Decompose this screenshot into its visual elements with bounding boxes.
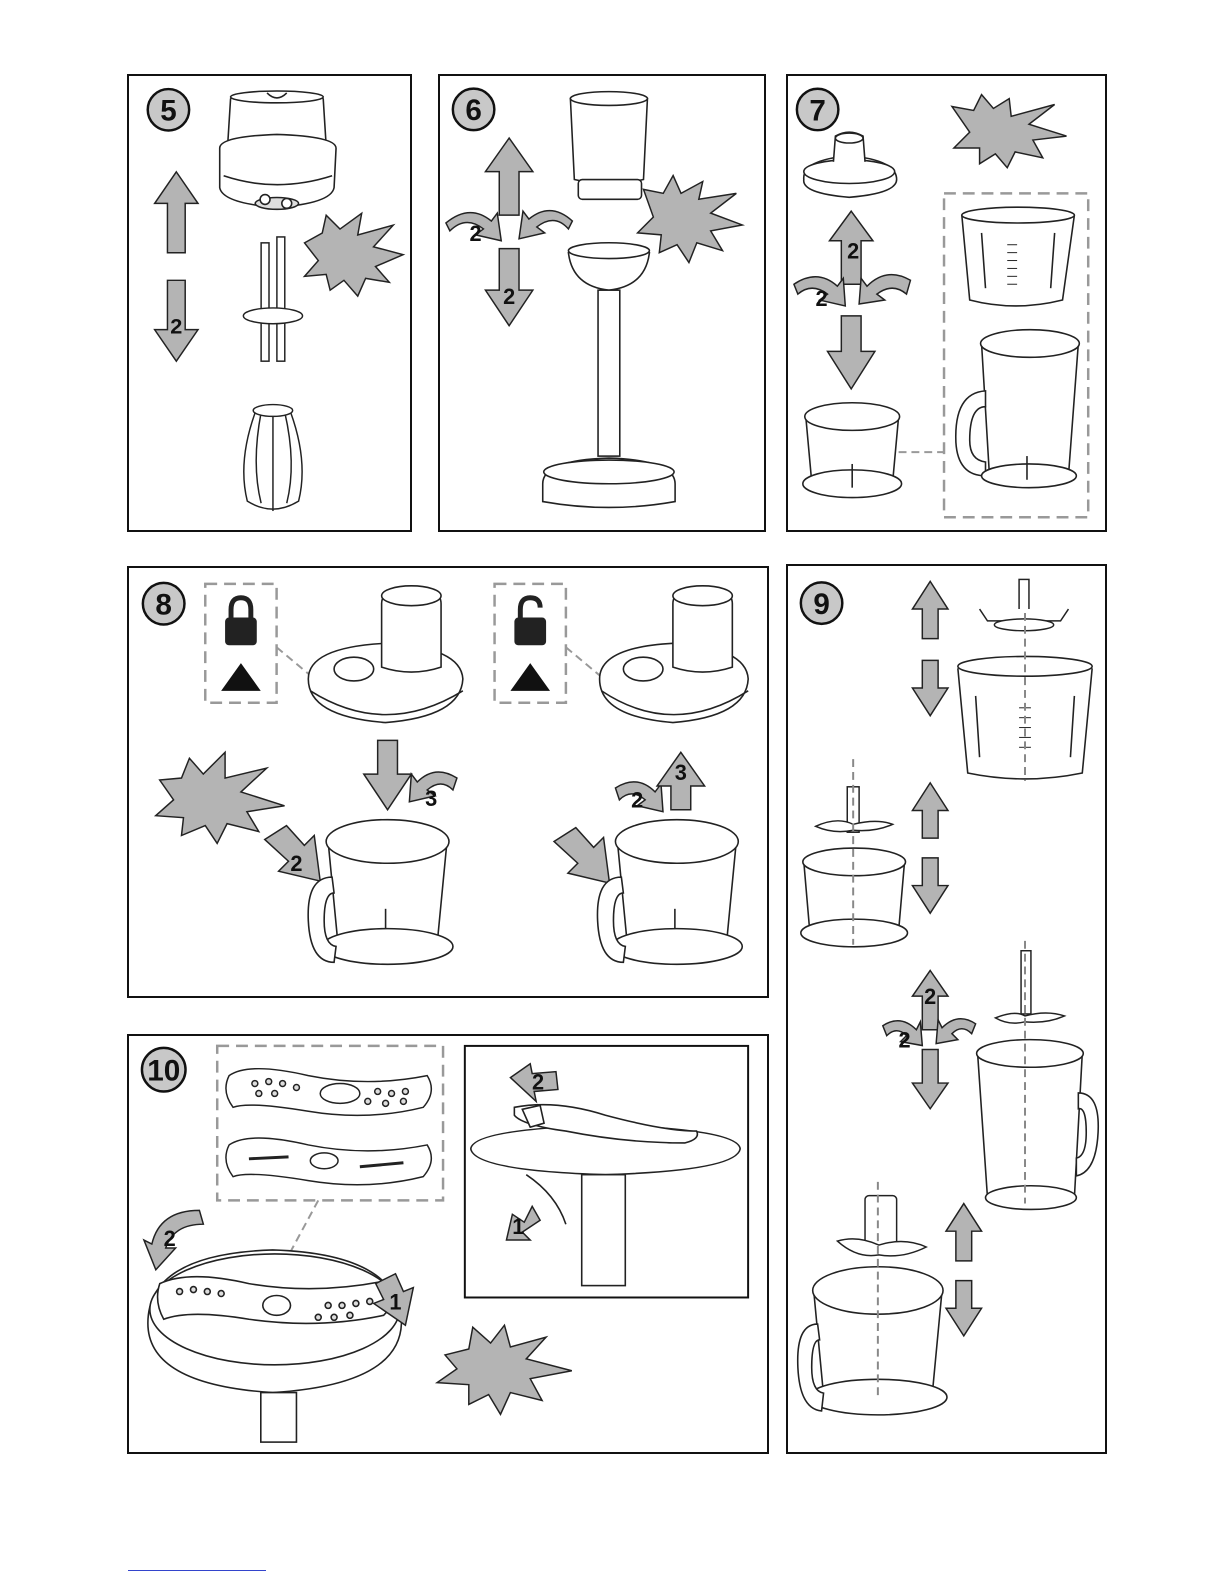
panel-step-6: 6 2 2 (438, 74, 766, 532)
arrow-label: 2 (170, 314, 182, 339)
shredding-disc-illustration (226, 1138, 431, 1185)
panel-step-5: 5 2 (127, 74, 412, 532)
step-number: 6 (465, 94, 481, 127)
arrow-label: 2 (470, 221, 482, 246)
arrow-up-icon (912, 783, 948, 838)
blender-shaft-illustration (543, 92, 675, 508)
footer-rule (128, 1570, 266, 1571)
lock-closed-icon (225, 598, 257, 646)
step-badge: 7 (797, 89, 838, 130)
burst-icon (437, 1325, 572, 1414)
processor-bowl-illustration (798, 1267, 947, 1415)
rotate-icon (519, 211, 572, 239)
processor-blade-illustration (837, 1196, 926, 1256)
processor-lid-illustration (600, 586, 749, 723)
arrow-label: 2 (924, 984, 936, 1009)
step-badge: 8 (143, 583, 185, 625)
jug-illustration (956, 330, 1080, 488)
step-badge: 5 (148, 89, 189, 130)
arrow-up-icon (912, 581, 948, 638)
panel-step-10: 10 2 1 2 (127, 1034, 769, 1454)
burst-icon (156, 752, 285, 843)
triangle-up-icon (221, 663, 261, 691)
arrow-label: 1 (389, 1289, 401, 1314)
lock-open-icon (514, 598, 546, 646)
step-number: 9 (813, 588, 829, 621)
arrow-label: 1 (512, 1214, 524, 1239)
arrow-label: 2 (816, 286, 828, 311)
arrow-label: 3 (425, 786, 437, 811)
rotate-icon (936, 1019, 976, 1044)
arrow-down-icon (828, 316, 875, 389)
step-number: 10 (147, 1055, 180, 1088)
whisk-illustration (243, 237, 302, 511)
burst-icon (952, 95, 1067, 168)
arrow-down-icon (364, 740, 412, 809)
arrow-diagonal-icon (554, 828, 609, 883)
panel-step-9: 9 2 2 (786, 564, 1107, 1454)
slicing-disc-illustration (226, 1069, 431, 1116)
arrow-up-icon (485, 138, 532, 215)
arrow-label: 3 (675, 760, 687, 785)
processor-bowl-illustration (597, 820, 742, 965)
rotate-icon (859, 275, 910, 304)
arrow-label: 2 (164, 1226, 176, 1251)
lid-illustration (804, 132, 897, 197)
arrow-label: 2 (898, 1028, 910, 1053)
disc-holder-closeup-illustration (471, 1105, 740, 1286)
motor-unit-illustration (220, 91, 336, 209)
step-number: 8 (155, 589, 172, 622)
processor-lid-illustration (308, 586, 463, 723)
arrow-down-icon (912, 1049, 948, 1108)
panel-step-7: 7 2 2 (786, 74, 1107, 532)
step-badge: 6 (453, 89, 494, 130)
step-number: 7 (809, 94, 825, 127)
disc-holder-illustration (148, 1250, 402, 1442)
measuring-beaker-illustration (962, 207, 1075, 306)
arrow-label: 2 (503, 284, 515, 309)
chopper-blade-illustration (995, 951, 1064, 1023)
jug-illustration (977, 1040, 1099, 1210)
arrow-up-icon (155, 172, 198, 253)
step-badge: 9 (801, 582, 842, 623)
triangle-up-icon (510, 663, 550, 691)
burst-icon (638, 176, 743, 263)
arrow-label: 2 (290, 851, 302, 876)
processor-bowl-illustration (308, 820, 453, 965)
arrow-down-icon (946, 1281, 982, 1336)
bowl-illustration (803, 403, 902, 498)
step-number: 5 (160, 95, 176, 128)
arrow-up-icon (946, 1204, 982, 1261)
panel-step-8: 8 3 2 (127, 566, 769, 998)
arrow-down-icon (912, 660, 948, 715)
arrow-down-icon (912, 858, 948, 913)
arrow-label: 2 (532, 1069, 544, 1094)
arrow-label: 2 (847, 239, 859, 264)
whisk-attachment-illustration (980, 579, 1069, 630)
step-badge: 10 (142, 1048, 186, 1092)
burst-icon (305, 213, 404, 296)
arrow-label: 2 (631, 788, 643, 813)
